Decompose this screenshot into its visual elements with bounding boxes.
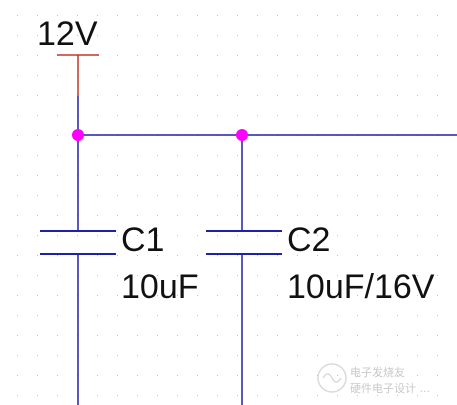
supply-label: 12V (37, 15, 98, 53)
c2-value-label: 10uF/16V (287, 268, 435, 306)
watermark-text-1: 电子发烧友 (350, 366, 405, 379)
junction-dot-right (236, 129, 248, 141)
c1-value-label: 10uF (121, 268, 199, 306)
c2-ref-label: C2 (287, 221, 330, 259)
watermark-text-2: 硬件电子设计 ... (350, 382, 430, 395)
watermark-logo-icon (317, 363, 347, 393)
c1-ref-label: C1 (121, 221, 164, 259)
junction-dot-left (72, 129, 84, 141)
grid-dots (17, 15, 438, 396)
